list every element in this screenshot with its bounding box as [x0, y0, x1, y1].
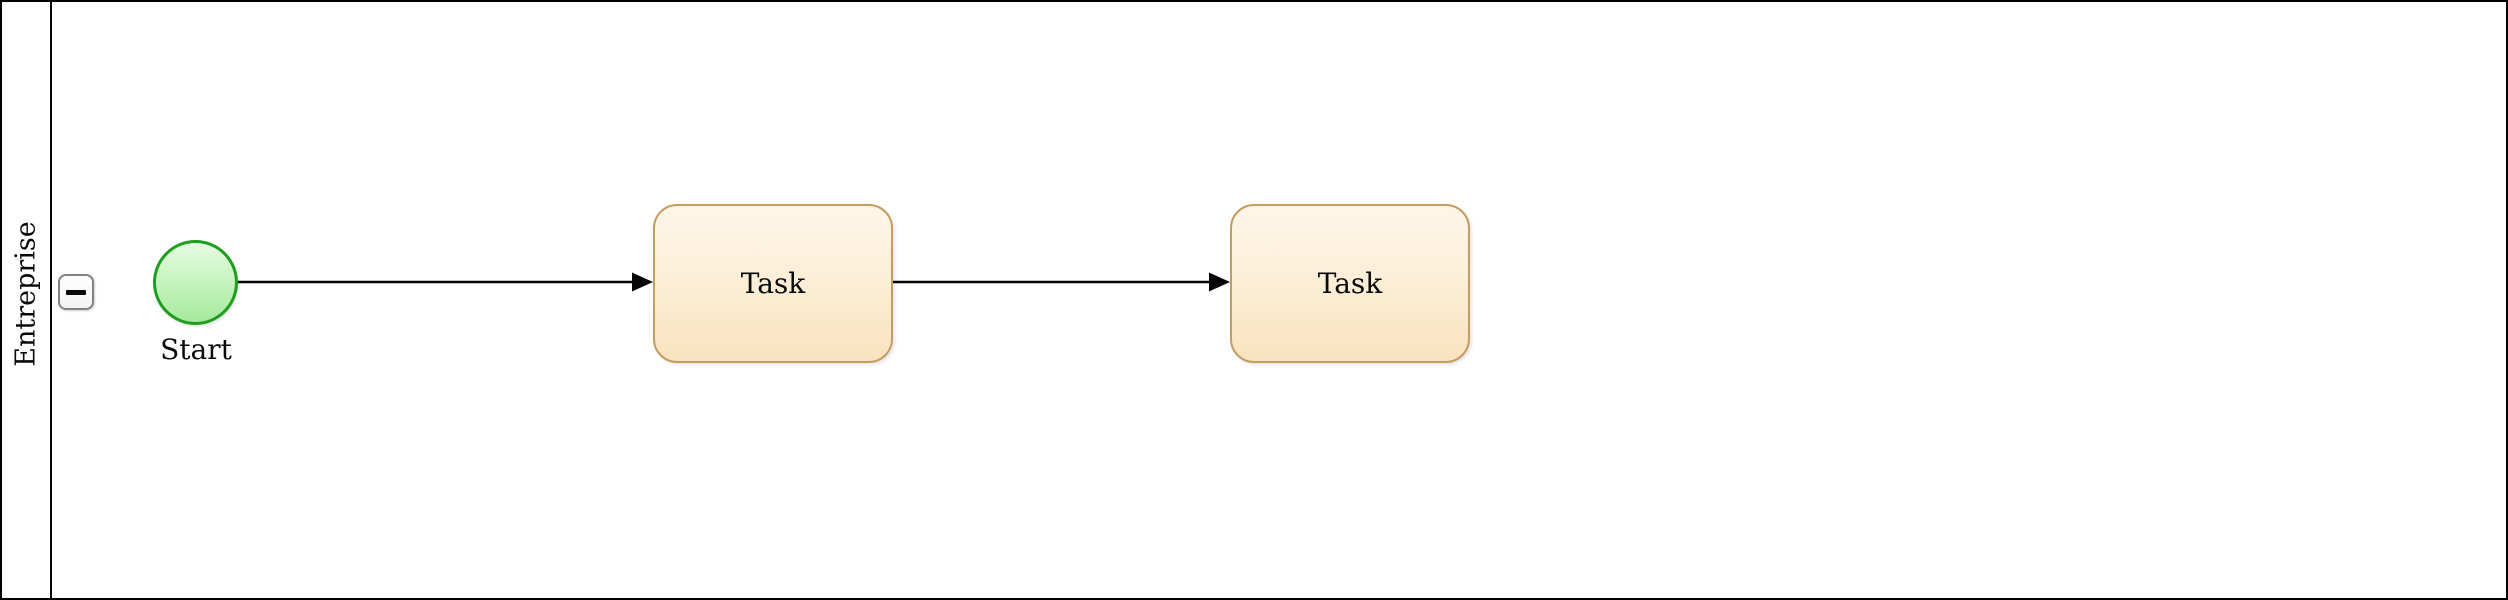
pool-label: Entreprise — [10, 221, 42, 367]
minus-icon — [66, 289, 86, 295]
task-1-label: Task — [740, 267, 806, 300]
task-1[interactable]: Task — [653, 204, 893, 363]
pool-header: Entreprise — [2, 2, 52, 598]
start-event-label: Start — [160, 333, 232, 366]
pool-collapse-button[interactable] — [58, 274, 94, 310]
start-event[interactable] — [153, 240, 238, 325]
task-2-label: Task — [1317, 267, 1383, 300]
task-2[interactable]: Task — [1230, 204, 1470, 363]
sequence-flow-start-to-task1[interactable] — [238, 272, 653, 292]
sequence-flow-task1-to-task2[interactable] — [893, 272, 1230, 292]
